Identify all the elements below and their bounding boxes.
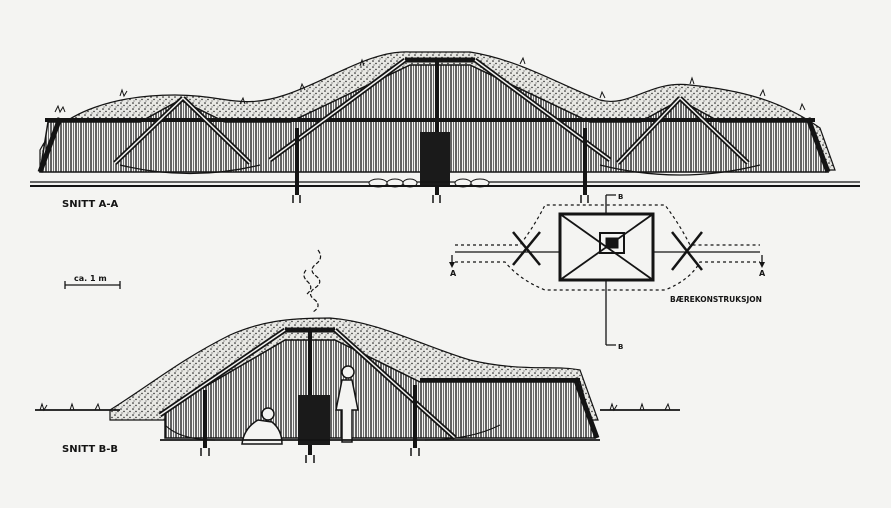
post-footings-aa (292, 195, 589, 203)
marker-b-bottom: B (618, 343, 623, 351)
section-aa: SNITT A-A (30, 51, 860, 210)
plan-bearing-structure (449, 194, 765, 346)
rafter-highlights-bb (159, 329, 456, 439)
benches-bb (164, 424, 501, 441)
rafter-highlights-aa (114, 59, 749, 164)
marker-a-right: A (759, 269, 766, 278)
post-footings-bb (200, 448, 420, 463)
benches-aa (30, 164, 860, 183)
section-bb: SNITT B-B (35, 249, 680, 463)
section-bb-label: SNITT B-B (62, 444, 118, 455)
marker-a-left: A (450, 269, 457, 278)
figure-seated (241, 407, 283, 445)
section-aa-label: SNITT A-A (62, 199, 119, 210)
doorway-bb (298, 395, 330, 445)
scale-bar: ca. 1 m (64, 274, 121, 289)
marker-b-top: B (618, 193, 623, 201)
scale-label: ca. 1 m (74, 274, 107, 283)
smoke (303, 249, 322, 313)
plan-outline (455, 204, 760, 291)
figure-standing (335, 365, 359, 443)
doorway-aa (420, 132, 450, 187)
plan-center-hearth (599, 232, 625, 254)
grass-tufts-bb (39, 402, 671, 412)
plan-title: BÆREKONSTRUKSJON (670, 295, 762, 304)
grass-edge-aa (54, 56, 806, 114)
